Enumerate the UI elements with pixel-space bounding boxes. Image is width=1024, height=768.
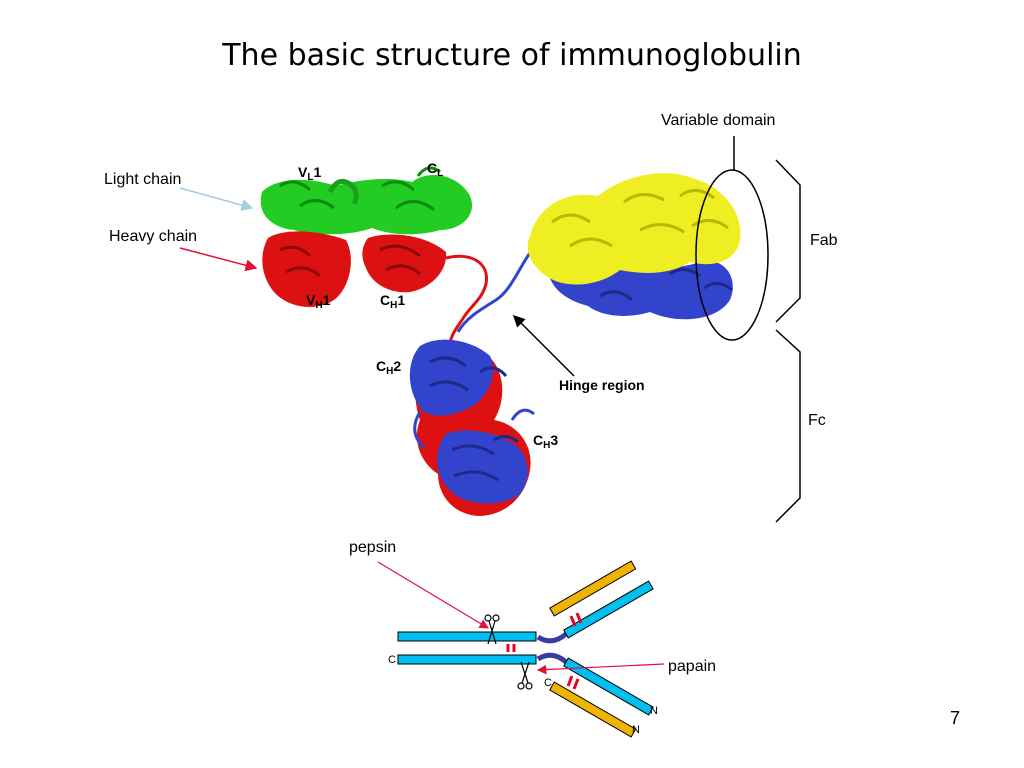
schematic-hinge-upper xyxy=(536,632,568,644)
ch2-label: CH2 xyxy=(376,358,402,377)
schematic-heavy-bar-lower xyxy=(397,654,537,665)
scissors-icon xyxy=(517,661,533,690)
fab-label: Fab xyxy=(810,232,838,249)
fab-bracket xyxy=(775,159,801,323)
light-chain-arrow xyxy=(179,187,254,211)
fc-region xyxy=(409,339,535,516)
n-terminus-label-2: N xyxy=(632,724,640,736)
schematic-heavy-upper-arm xyxy=(563,580,654,639)
hinge-region-label: Hinge region xyxy=(559,377,645,393)
schematic-light-lower-arm xyxy=(549,681,637,738)
schematic-hinge-lower xyxy=(536,652,568,664)
heavy-chain-arrow xyxy=(179,247,258,272)
variable-domain-label: Variable domain xyxy=(661,112,776,129)
fc-label: Fc xyxy=(808,412,826,429)
fc-bracket xyxy=(775,329,801,523)
slide-title: The basic structure of immunoglobulin xyxy=(222,38,802,73)
heavy-chain-red xyxy=(262,231,488,321)
pepsin-label: pepsin xyxy=(349,539,397,556)
papain-label: papain xyxy=(668,658,717,675)
schematic-heavy-bar-upper xyxy=(397,631,537,642)
light-chain-green xyxy=(260,166,473,235)
heavy-chain-label: Heavy chain xyxy=(109,228,198,245)
n-terminus-label-1: N xyxy=(650,705,658,717)
c-terminus-label-1: C xyxy=(388,654,396,666)
schematic-antibody xyxy=(397,560,654,738)
page-number: 7 xyxy=(950,708,961,728)
ch3-label: CH3 xyxy=(533,432,559,451)
hinge-region-arrow xyxy=(512,314,575,377)
vh1-label: VH1 xyxy=(306,292,331,311)
vl1-label: VL1 xyxy=(298,164,322,183)
schematic-heavy-lower-arm xyxy=(563,657,654,716)
papain-arrow xyxy=(536,663,665,675)
schematic-light-upper-arm xyxy=(549,560,637,617)
ch1-label: CH1 xyxy=(380,292,406,311)
c-terminus-label-2: C xyxy=(544,677,552,689)
variable-domain-ellipse xyxy=(695,169,769,341)
cl-label: CL xyxy=(427,160,444,179)
fab-arm-right xyxy=(527,173,741,320)
light-chain-label: Light chain xyxy=(104,171,182,188)
pepsin-arrow xyxy=(377,561,490,629)
